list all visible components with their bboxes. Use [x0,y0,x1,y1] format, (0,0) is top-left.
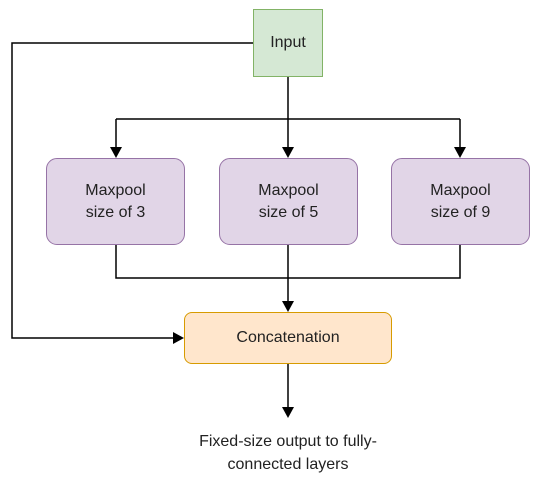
maxpool-node-3: Maxpool size of 3 [46,158,185,245]
arrowhead-pool-2 [282,147,294,158]
concatenation-node-label: Concatenation [236,329,340,346]
maxpool-node-size: size of 5 [258,203,319,221]
maxpool-node-title: Maxpool [430,181,491,199]
arrowhead-pool-1 [110,147,122,158]
maxpool-node-size: size of 9 [430,203,491,221]
arrowhead-concat-left [173,332,184,344]
maxpool-node-9: Maxpool size of 9 [391,158,530,245]
output-label-line-2: connected layers [227,456,349,473]
maxpool-node-title: Maxpool [85,181,146,199]
maxpool-node-size: size of 3 [85,203,146,221]
output-label: Fixed-size output to fully- connected la… [150,430,426,476]
arrowhead-concat-top [282,301,294,312]
maxpool-node-title: Maxpool [258,181,319,199]
concatenation-node: Concatenation [184,312,392,364]
input-node: Input [253,9,323,77]
edge-input-skip [11,42,253,339]
arrowhead-pool-3 [454,147,466,158]
maxpool-node-5: Maxpool size of 5 [219,158,358,245]
output-label-line-1: Fixed-size output to fully- [199,433,377,450]
input-node-label: Input [270,34,306,51]
arrowhead-output [282,407,294,418]
